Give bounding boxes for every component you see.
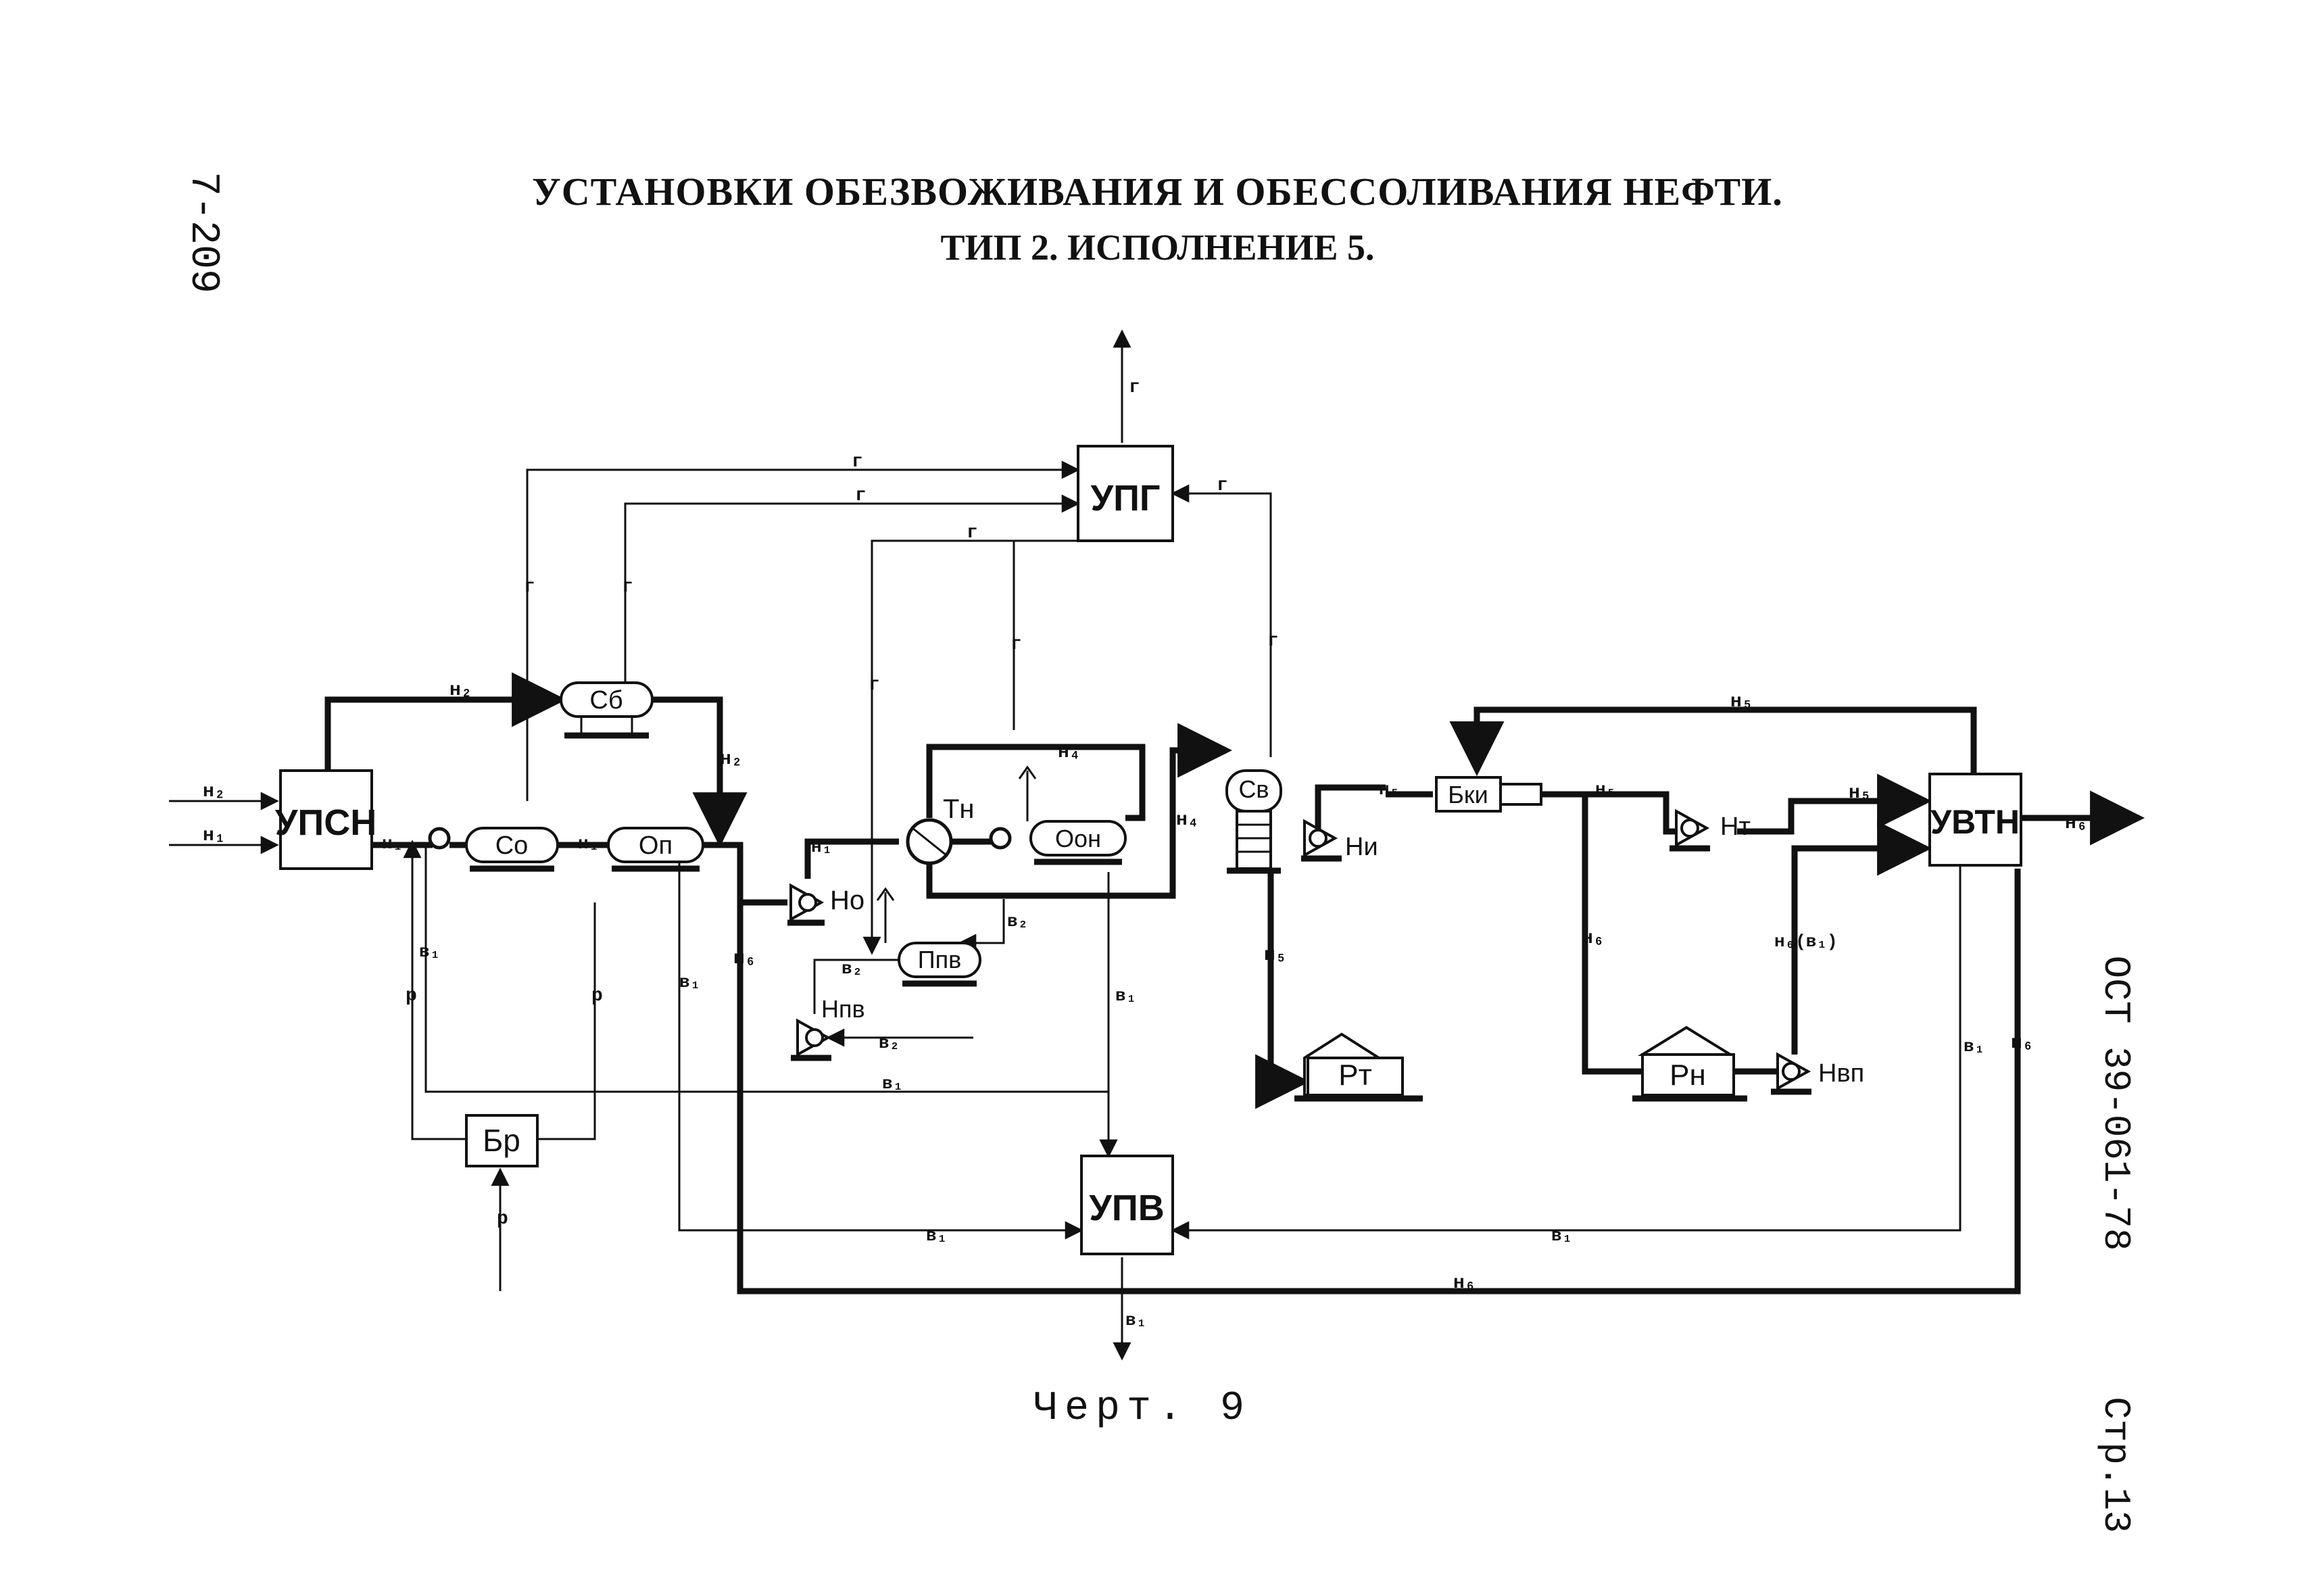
svg-text:н₆: н₆ [1582,928,1605,949]
tank-rn: Рн [1632,1025,1747,1102]
open-arrow-icons [876,765,1037,943]
svg-text:в₁: в₁ [1964,1036,1984,1057]
svg-text:Но: Но [830,886,864,915]
svg-text:н₁: н₁ [203,825,226,846]
svg-text:г: г [855,485,867,506]
svg-text:н₆: н₆ [733,948,756,969]
mixer-icon-2 [989,827,1012,850]
svg-text:н₂: н₂ [203,781,226,802]
svg-text:р: р [497,1209,508,1230]
svg-text:н₂: н₂ [449,680,472,701]
vessel-sv: Св [1225,769,1282,874]
svg-text:Со: Со [495,831,529,860]
unit-uvtn: УВТН [1928,773,2022,867]
vessel-op: Оп [607,827,704,872]
vessel-so: Со [465,827,559,872]
svg-text:н₁: н₁ [578,833,599,854]
unit-bki: Бки [1435,776,1542,813]
pump-nvp-icon: Нвп [1771,1052,1864,1095]
svg-text:УПСН: УПСН [275,802,376,843]
svg-text:в₁: в₁ [882,1073,903,1094]
stream-labels: н₂ н₁ н₂ н₁ н₁ н₁ н₂ н₆ н₄ н₄ н₅ н₅ н₅ н… [203,377,2088,1330]
svg-text:Тн: Тн [943,794,975,824]
svg-text:н₅: н₅ [1849,783,1872,804]
svg-text:р: р [406,986,417,1007]
svg-text:в₁: в₁ [679,972,700,992]
svg-text:н₅: н₅ [1379,779,1400,800]
figure-caption: Черт. 9 [1033,1386,1252,1432]
svg-text:г: г [1267,631,1279,652]
pump-ni-icon: Ни [1301,819,1378,862]
svg-text:н₂: н₂ [720,749,743,770]
svg-text:в₁: в₁ [1125,1310,1146,1330]
heat-exchanger-tn: Тн [906,794,975,865]
svg-text:н₆: н₆ [2065,813,2088,834]
svg-text:Рт: Рт [1338,1059,1372,1092]
svg-text:Нвп: Нвп [1818,1059,1864,1088]
svg-text:н₅: н₅ [1264,945,1287,966]
svg-text:в₁: в₁ [1551,1226,1572,1246]
svg-text:Ппв: Ппв [918,946,962,973]
svg-text:г: г [622,577,633,598]
svg-text:в₁: в₁ [926,1226,947,1246]
vessel-sb: Сб [560,681,654,739]
svg-text:р: р [591,986,603,1007]
water-lines [403,840,1961,1361]
svg-text:г: г [524,577,535,598]
tank-rt: Рт [1294,1032,1423,1102]
svg-text:в₁: в₁ [1115,986,1136,1006]
svg-text:УПВ: УПВ [1089,1188,1164,1228]
svg-text:н₆(в₁): н₆(в₁) [1774,932,1838,952]
svg-text:Оп: Оп [639,831,673,860]
svg-text:Нпв: Нпв [821,995,865,1023]
svg-text:н₅: н₅ [1595,779,1616,800]
svg-text:в₁: в₁ [419,942,440,962]
svg-text:Сб: Сб [589,686,623,715]
svg-text:Нт: Нт [1720,813,1751,841]
diagram-title-line-1: УСТАНОВКИ ОБЕЗВОЖИВАНИЯ И ОБЕССОЛИВАНИЯ … [532,170,1783,214]
vessel-oon: Оон [1029,820,1127,865]
svg-text:н₄: н₄ [1058,742,1081,763]
pump-no-icon: Но [787,883,864,926]
svg-text:н₁: н₁ [382,833,403,854]
svg-text:Ни: Ни [1345,833,1378,861]
vessel-ppv: Ппв [898,942,981,987]
svg-text:н₆: н₆ [1453,1273,1476,1294]
svg-text:н₁: н₁ [811,837,832,857]
svg-text:УВТН: УВТН [1930,803,2020,841]
svg-text:Бр: Бр [483,1123,520,1158]
svg-text:г: г [869,675,880,696]
mixer-icon-1 [428,827,451,850]
unit-br: Бр [465,1114,539,1167]
svg-text:г: г [967,523,978,543]
svg-text:г: г [1129,377,1140,398]
svg-text:Св: Св [1238,775,1269,803]
svg-text:г: г [1217,475,1228,496]
pump-npv-icon: Нпв [791,995,865,1061]
diagram-title-line-2: ТИП 2. ИСПОЛНЕНИЕ 5. [940,227,1375,268]
svg-text:г: г [852,452,863,473]
svg-text:н₆: н₆ [2011,1033,2034,1054]
unit-upv: УПВ [1080,1155,1174,1255]
svg-text:Бки: Бки [1448,781,1488,808]
svg-text:Рн: Рн [1670,1059,1706,1092]
unit-upg: УПГ [1077,445,1174,542]
unit-upsn: УПСН [275,769,376,870]
svg-text:в₂: в₂ [1007,911,1028,932]
svg-text:н₄: н₄ [1176,810,1199,831]
svg-text:в₂: в₂ [842,959,862,979]
pump-nt-icon: Нт [1670,808,1751,852]
svg-text:г: г [1010,634,1022,655]
svg-text:УПГ: УПГ [1090,478,1160,518]
svg-text:в₂: в₂ [879,1033,900,1053]
svg-text:Оон: Оон [1055,825,1101,852]
svg-text:н₅: н₅ [1730,692,1753,712]
